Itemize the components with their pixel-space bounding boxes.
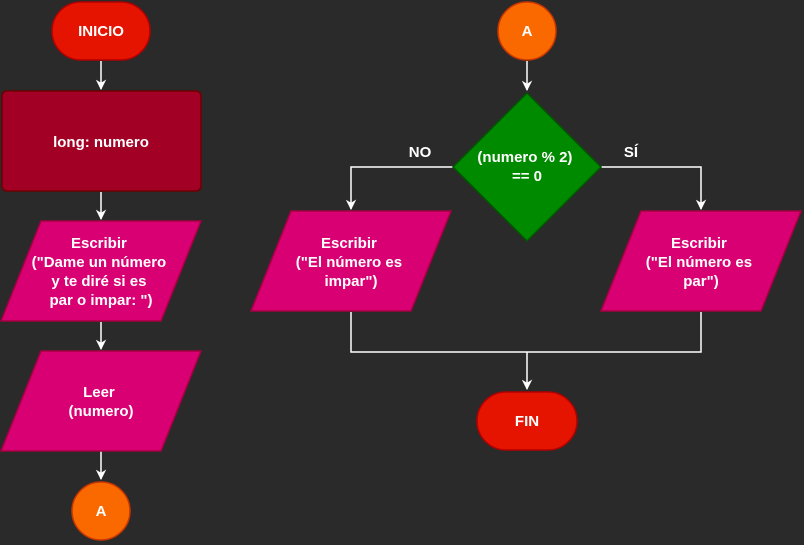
output-even-line-1: Escribir [671, 235, 727, 252]
edge-impar-to-merge [350, 312, 527, 353]
decision-even-check: (numero % 2) == 0 [451, 91, 603, 243]
start-terminal-label: INICIO [78, 23, 124, 40]
output-odd-line-3: impar") [325, 273, 378, 290]
output-prompt-line-2: ("Dame un número [32, 254, 167, 271]
output-prompt-line-1: Escribir [71, 235, 127, 252]
edge-label-si: SÍ [624, 144, 639, 161]
output-even-label: Escribir ("El número es par") [646, 235, 756, 290]
declaration-label: long: numero [53, 134, 149, 151]
output-prompt: Escribir ("Dame un número y te diré si e… [0, 220, 203, 322]
edge-decision-no [345, 166, 453, 211]
connector-in-a: A [497, 1, 557, 61]
connector-out-line: A [96, 503, 107, 520]
input-read-line-2: (numero) [69, 403, 134, 420]
connector-out-label: A [96, 503, 107, 520]
output-odd: Escribir ("El número es impar") [249, 210, 453, 312]
end-terminal-label: FIN [515, 413, 539, 430]
decision-label: (numero % 2) == 0 [477, 149, 576, 185]
connector-in-line: A [522, 23, 533, 40]
output-odd-label: Escribir ("El número es impar") [296, 235, 406, 290]
edge-decision-si [601, 166, 707, 211]
end-terminal: FIN [476, 391, 578, 451]
decision-line-2: == 0 [512, 168, 542, 185]
output-odd-line-2: ("El número es [296, 254, 402, 271]
decision-line-1: (numero % 2) [477, 149, 572, 166]
output-even: Escribir ("El número es par") [599, 210, 803, 312]
output-prompt-line-3: y te diré si es [51, 273, 146, 290]
input-read-line-1: Leer [83, 384, 115, 401]
output-odd-line-1: Escribir [321, 235, 377, 252]
connector-out-a: A [71, 481, 131, 541]
output-even-line-2: ("El número es [646, 254, 752, 271]
edge-label-no: NO [409, 144, 432, 161]
end-terminal-line: FIN [515, 413, 539, 430]
output-prompt-line-4: par o impar: ") [50, 292, 153, 309]
start-terminal: INICIO [51, 1, 151, 61]
declaration-line: long: numero [53, 134, 149, 151]
start-terminal-line: INICIO [78, 23, 124, 40]
edge-par-to-merge [527, 312, 702, 353]
declaration-process: long: numero [1, 90, 202, 192]
input-read: Leer (numero) [0, 350, 203, 452]
input-read-label: Leer (numero) [69, 384, 134, 420]
connector-in-label: A [522, 23, 533, 40]
output-prompt-label: Escribir ("Dame un número y te diré si e… [32, 235, 171, 309]
output-even-line-3: par") [683, 273, 718, 290]
